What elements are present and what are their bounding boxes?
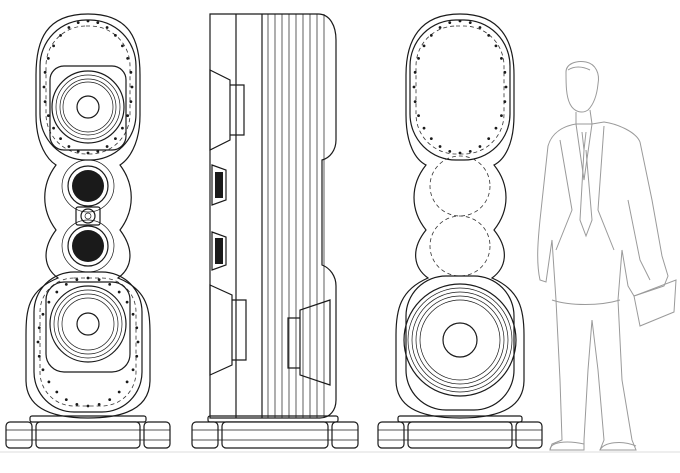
bolt-dot: [86, 19, 90, 23]
bolt-dot: [46, 114, 50, 118]
side-slats: [267, 14, 325, 418]
bolt-dot: [96, 149, 100, 153]
bolt-dot: [129, 100, 133, 104]
bolt-dot: [422, 126, 426, 130]
bolt-dot: [448, 149, 452, 153]
bolt-dot: [121, 126, 124, 130]
bolt-dot: [67, 26, 71, 29]
bolt-dot: [76, 21, 80, 25]
rear-view: [377, 13, 543, 449]
bolt-dot: [41, 312, 45, 316]
bolt-dot: [37, 354, 41, 358]
bolt-dot: [114, 33, 117, 37]
bolt-dot: [105, 145, 109, 148]
bolt-dot: [417, 114, 420, 118]
bolt-dot: [64, 282, 68, 286]
bolt-dot: [131, 368, 135, 372]
bolt-dot: [108, 398, 112, 402]
front-top-bolts: [42, 19, 134, 155]
bolt-dot: [438, 145, 442, 148]
bolt-dot: [55, 390, 59, 394]
bolt-dot: [413, 100, 417, 104]
bolt-dot: [429, 137, 433, 141]
bolt-dot: [458, 151, 462, 155]
bolt-dot: [412, 85, 416, 89]
bolt-dot: [97, 278, 101, 282]
bolt-dot: [126, 56, 130, 60]
bolt-dot: [64, 398, 68, 402]
bolt-dot: [487, 33, 491, 37]
bolt-dot: [97, 402, 101, 406]
bolt-dot: [86, 404, 90, 408]
bolt-dot: [43, 70, 47, 74]
bolt-dot: [52, 44, 55, 48]
bolt-dot: [438, 26, 442, 29]
bolt-dot: [59, 33, 62, 37]
bolt-dot: [135, 354, 139, 358]
bolt-dot: [117, 290, 121, 294]
bolt-dot: [86, 151, 90, 155]
bolt-dot: [36, 340, 40, 344]
side-view: [191, 13, 359, 449]
bolt-dot: [125, 380, 129, 384]
bolt-dot: [41, 368, 45, 372]
front-bottom-bolts: [36, 276, 140, 408]
bolt-dot: [125, 300, 129, 304]
bolt-dot: [503, 70, 507, 74]
bolt-dot: [121, 44, 124, 48]
bolt-dot: [504, 85, 508, 89]
bolt-dot: [478, 26, 482, 29]
bolt-dot: [117, 390, 121, 394]
bolt-dot: [114, 137, 117, 141]
bolt-dot: [96, 21, 100, 25]
bolt-dot: [47, 380, 51, 384]
bolt-dot: [75, 278, 79, 282]
bolt-dot: [105, 26, 109, 29]
person-silhouette: [537, 61, 677, 451]
bolt-dot: [59, 137, 62, 141]
bolt-dot: [37, 326, 41, 330]
bolt-dot: [413, 70, 417, 74]
bolt-dot: [487, 137, 491, 141]
bolt-dot: [417, 56, 420, 60]
bolt-dot: [129, 70, 133, 74]
bolt-dot: [86, 276, 90, 280]
bolt-dot: [47, 300, 51, 304]
bolt-dot: [448, 21, 452, 25]
bolt-dot: [494, 44, 498, 48]
bolt-dot: [46, 56, 50, 60]
bolt-dot: [494, 126, 498, 130]
bolt-dot: [135, 326, 139, 330]
bolt-dot: [458, 19, 462, 23]
bolt-dot: [131, 312, 135, 316]
rear-top-bolts: [412, 19, 508, 155]
front-view: [5, 13, 171, 449]
bolt-dot: [126, 114, 130, 118]
bolt-dot: [43, 100, 47, 104]
bolt-dot: [429, 33, 433, 37]
bolt-dot: [67, 145, 71, 148]
bolt-dot: [75, 402, 79, 406]
bolt-dot: [500, 114, 503, 118]
bolt-dot: [42, 85, 46, 89]
bolt-dot: [130, 85, 134, 89]
bolt-dot: [468, 21, 472, 25]
bolt-dot: [500, 56, 503, 60]
bolt-dot: [503, 100, 507, 104]
bolt-dot: [422, 44, 426, 48]
bolt-dot: [136, 340, 140, 344]
bolt-dot: [52, 126, 55, 130]
bolt-dot: [468, 149, 472, 153]
bolt-dot: [108, 282, 112, 286]
bolt-dot: [76, 149, 80, 153]
bolt-dot: [478, 145, 482, 148]
bolt-dot: [55, 290, 59, 294]
